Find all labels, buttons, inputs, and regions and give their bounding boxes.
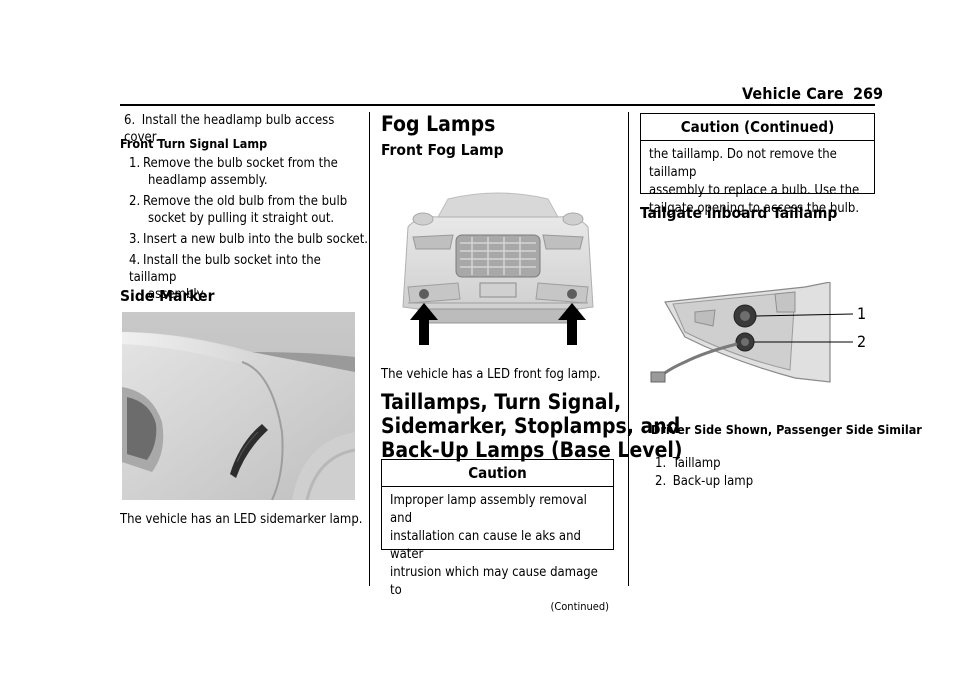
caution-continued-body: the taillamp. Do not remove the taillamp…	[649, 147, 860, 216]
tailgate-inboard-taillamp-heading: Tailgate inboard Taillamp	[640, 204, 838, 222]
front-fog-lamp-heading: Front Fog Lamp	[381, 141, 504, 159]
caution-continued-box: Caution (Continued) the taillamp. Do not…	[640, 113, 875, 216]
figure-caption: Driver Side Shown, Passenger Side Simila…	[651, 422, 922, 437]
fog-lamps-heading: Fog Lamps	[381, 112, 496, 136]
taillamp-illustration: 1 2	[645, 282, 875, 394]
step-6: 6. Install the headlamp bulb access cove…	[124, 113, 335, 145]
header-rule	[120, 104, 875, 106]
taillamps-heading-line-1: Taillamps, Turn Signal,	[381, 390, 622, 414]
callout-1: 1	[857, 304, 867, 323]
column-divider-2	[628, 112, 629, 586]
caution-body: Improper lamp assembly removal and insta…	[390, 493, 598, 598]
legend-item-1: 1. Taillamp	[655, 456, 721, 471]
fog-lamp-caption: The vehicle has a LED front fog lamp.	[381, 367, 601, 382]
step-2: 2.Remove the old bulb from the bulb sock…	[129, 194, 348, 226]
taillamps-heading-line-3: Back-Up Lamps (Base Level)	[381, 438, 683, 462]
step-1: 1.Remove the bulb socket from the headla…	[129, 156, 338, 188]
front-turn-signal-heading: Front Turn Signal Lamp	[120, 136, 268, 151]
running-header-section: Vehicle Care	[742, 84, 844, 103]
caution-continued-title: Caution (Continued)	[641, 114, 874, 141]
column-divider-1	[369, 112, 370, 586]
caution-title: Caution	[382, 460, 613, 487]
step-3: 3.Insert a new bulb into the bulb socket…	[129, 232, 368, 247]
legend-item-2: 2. Back-up lamp	[655, 474, 754, 489]
side-marker-heading: Side Marker	[120, 287, 215, 305]
step-4: 4.Install the bulb socket into the taill…	[129, 253, 321, 302]
side-marker-caption: The vehicle has an LED sidemarker lamp.	[120, 512, 363, 527]
caution-continued: (Continued)	[550, 600, 609, 613]
taillamps-heading-line-2: Sidemarker, Stoplamps, and	[381, 414, 681, 438]
side-marker-photo	[122, 312, 355, 500]
front-fog-lamp-illustration	[398, 187, 598, 347]
page-number: 269	[853, 84, 884, 103]
caution-box: Caution Improper lamp assembly removal a…	[381, 459, 614, 613]
callout-2: 2	[857, 332, 867, 351]
